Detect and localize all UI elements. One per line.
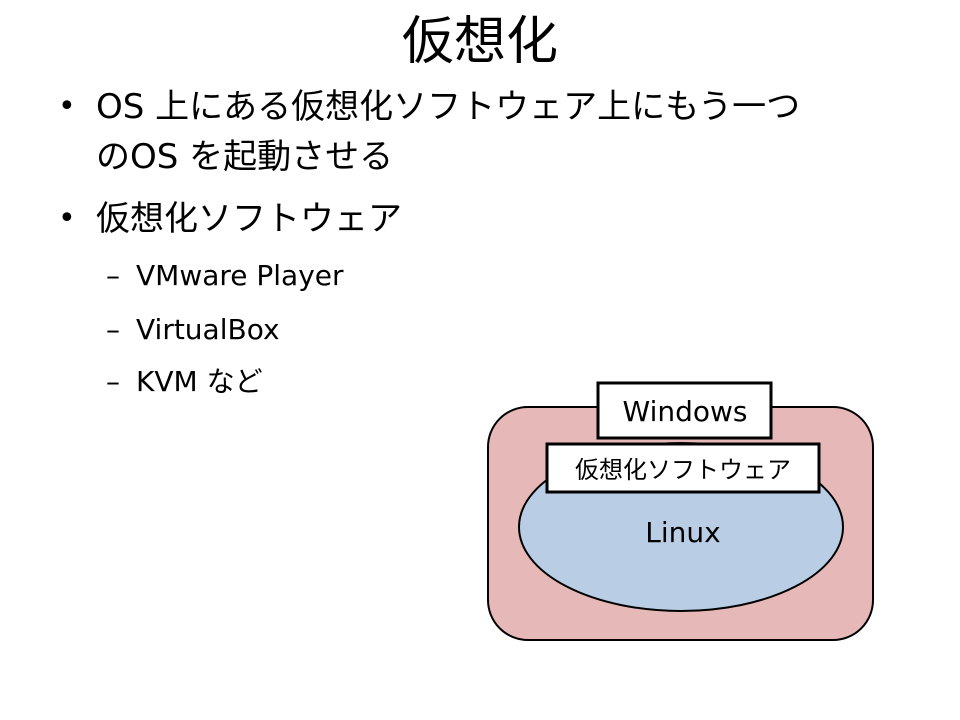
sub-bullet-marker: –: [106, 259, 120, 292]
sub-bullet-marker: –: [106, 313, 120, 346]
bullet-1-line-2: のOS を起動させる: [96, 137, 394, 177]
virtualization-software-label: 仮想化ソフトウェア: [575, 456, 791, 484]
bullet-2-line-1: 仮想化ソフトウェア: [96, 199, 402, 239]
bullet-marker: •: [58, 201, 76, 236]
sub-bullet-marker: –: [106, 365, 120, 398]
sub-item-vmware: VMware Player: [136, 259, 344, 292]
bullet-1-line-1: OS 上にある仮想化ソフトウェア上にもう一つ: [96, 87, 801, 127]
slide-title: 仮想化: [401, 12, 558, 72]
sub-item-kvm: KVM など: [136, 365, 263, 398]
host-os-label-box: [596, 381, 773, 440]
bullet-marker: •: [58, 89, 76, 124]
virtualization-software-label-box: [545, 442, 821, 494]
host-os-label: Windows: [623, 395, 748, 428]
sub-item-virtualbox: VirtualBox: [136, 313, 280, 346]
guest-os-label: Linux: [645, 516, 720, 549]
